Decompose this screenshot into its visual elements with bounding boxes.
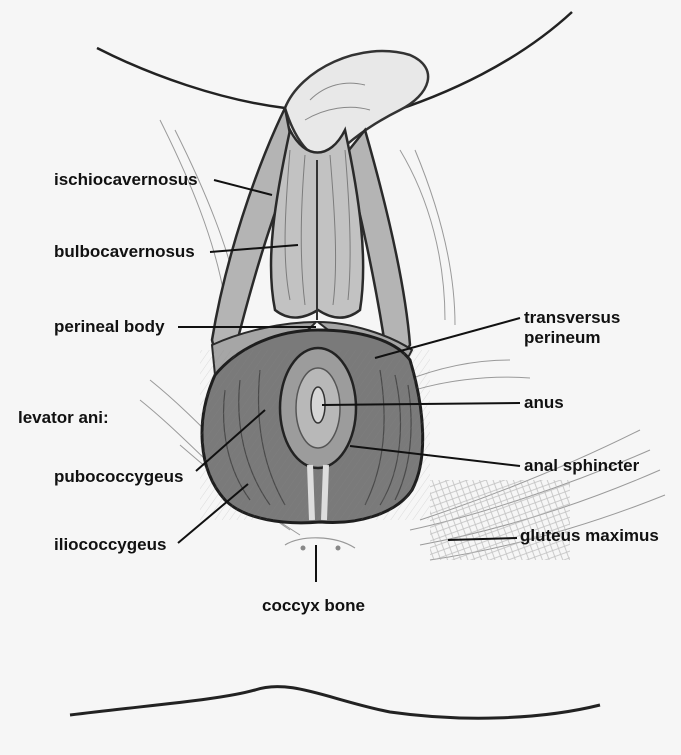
label-gluteus-maximus: gluteus maximus [520, 526, 659, 546]
label-levator-ani: levator ani: [18, 408, 109, 428]
label-coccyx-bone: coccyx bone [262, 596, 365, 616]
gluteus-crosshatch [430, 480, 570, 560]
label-pubococcygeus: pubococcygeus [54, 467, 183, 487]
label-transversus-perineum: transversus perineum [524, 308, 620, 348]
label-anus: anus [524, 393, 564, 413]
label-bulbocavernosus: bulbocavernosus [54, 242, 195, 262]
coccyx-region [285, 538, 355, 548]
label-perineal-body: perineal body [54, 317, 165, 337]
label-ischiocavernosus: ischiocavernosus [54, 170, 198, 190]
label-iliococcygeus: iliococcygeus [54, 535, 166, 555]
label-anal-sphincter: anal sphincter [524, 456, 639, 476]
